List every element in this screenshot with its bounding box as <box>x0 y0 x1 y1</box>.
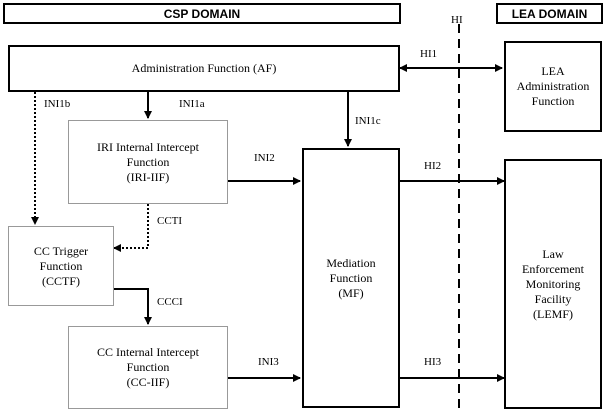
ccci-label: CCCI <box>157 296 183 308</box>
ini2-label: INI2 <box>254 152 275 164</box>
ccci-arrow <box>114 288 152 325</box>
csp-domain-header: CSP DOMAIN <box>3 3 401 24</box>
ccti-arrow <box>113 204 149 252</box>
mediation-function-box: Mediation Function (MF) <box>302 148 400 408</box>
hi-label: HI <box>451 14 463 26</box>
hi3-label: HI3 <box>424 356 442 368</box>
ccti-label: CCTI <box>157 215 183 227</box>
ini1a-label: INI1a <box>179 98 205 110</box>
iri-internal-intercept-function-box: IRI Internal Intercept Function (IRI-IIF… <box>68 120 228 204</box>
lea-administration-function-box: LEA Administration Function <box>504 41 602 132</box>
hi1-label: HI1 <box>420 48 438 60</box>
law-enforcement-monitoring-facility-box: Law Enforcement Monitoring Facility (LEM… <box>504 159 602 409</box>
administration-function-box: Administration Function (AF) <box>8 45 400 92</box>
hi2-label: HI2 <box>424 160 442 172</box>
ini1b-label: INI1b <box>44 98 71 110</box>
cc-internal-intercept-function-box: CC Internal Intercept Function (CC-IIF) <box>68 326 228 409</box>
cc-trigger-function-box: CC Trigger Function (CCTF) <box>8 226 114 306</box>
lea-domain-header: LEA DOMAIN <box>496 3 603 24</box>
ini3-label: INI3 <box>258 356 279 368</box>
ini1c-label: INI1c <box>355 115 381 127</box>
